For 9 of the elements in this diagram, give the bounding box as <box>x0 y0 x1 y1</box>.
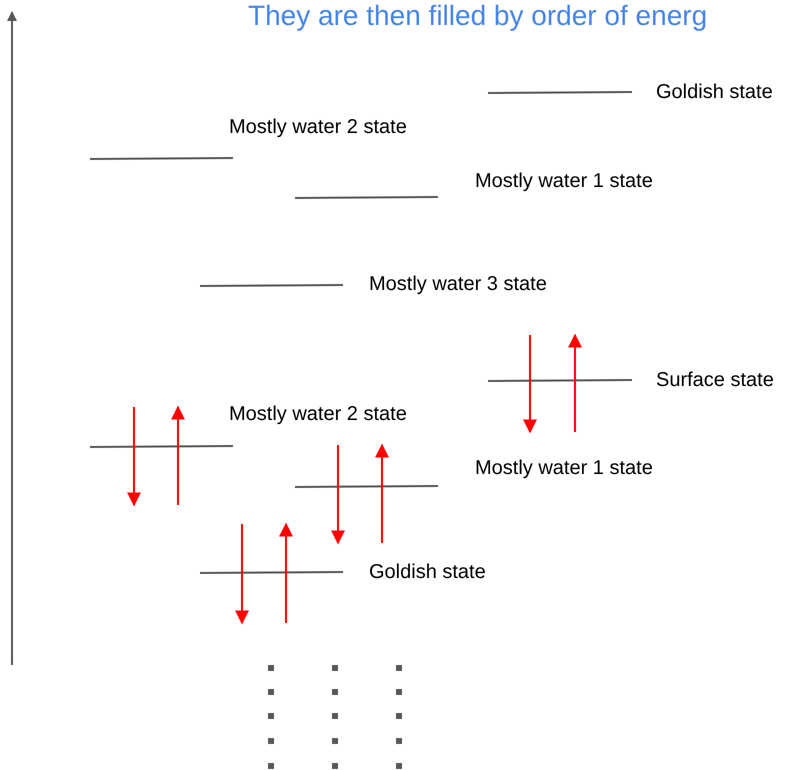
state-label: Mostly water 1 state <box>475 456 653 480</box>
state-label: Mostly water 3 state <box>369 272 547 296</box>
state-label: Surface state <box>656 368 774 392</box>
slide-title: They are then filled by order of energ <box>248 0 708 32</box>
state-label: Mostly water 2 state <box>229 402 407 426</box>
state-label: Mostly water 2 state <box>229 115 407 139</box>
state-label: Mostly water 1 state <box>475 169 653 193</box>
state-label: Goldish state <box>656 80 773 104</box>
state-label: Goldish state <box>369 560 486 584</box>
